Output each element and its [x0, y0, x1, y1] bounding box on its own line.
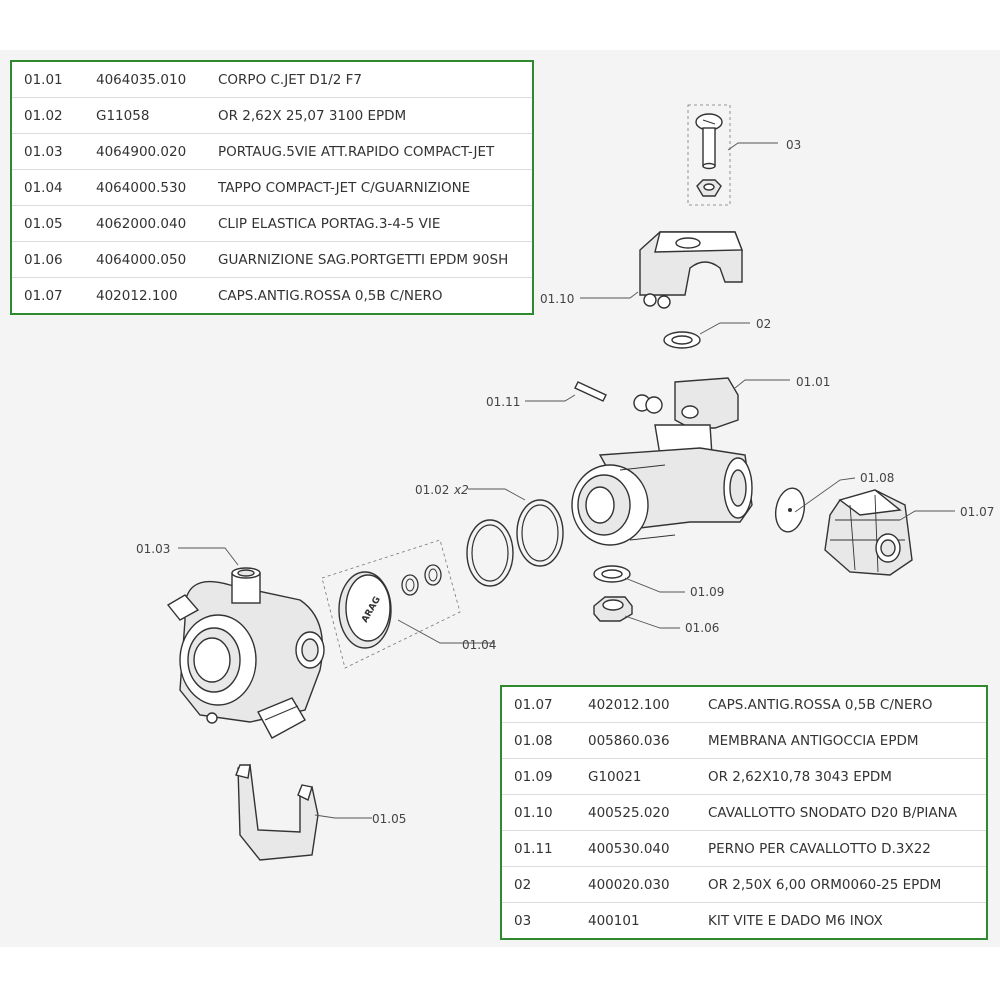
part-position: 01.07 [24, 287, 63, 304]
leader-01-07 [899, 510, 955, 521]
part-description: CAPS.ANTIG.ROSSA 0,5B C/NERO [696, 686, 987, 723]
callout-01-08: 01.08 [860, 471, 894, 485]
part-position: 01.01 [11, 61, 84, 98]
leader-01-05 [314, 814, 372, 819]
part-description: GUARNIZIONE SAG.PORTGETTI EPDM 90SH [206, 241, 533, 278]
part-position: 01.07 [501, 686, 576, 723]
part-01-09-oring[interactable] [593, 565, 631, 583]
part-position: 02 [501, 866, 576, 903]
part-code: 4064000.050 [84, 241, 206, 278]
leader-01-06 [624, 615, 680, 629]
part-position: 01.06 [11, 241, 84, 278]
part-description: OR 2,50X 6,00 ORM0060-25 EPDM [696, 866, 987, 903]
callout-01-05: 01.05 [372, 812, 406, 826]
table-row: 03 400101 KIT VITE E DADO M6 INOX [501, 903, 987, 940]
callout-01-07: 01.07 [960, 505, 994, 519]
part-code: G10021 [576, 758, 696, 795]
callout-01-03: 01.03 [136, 542, 170, 556]
part-position: 01.09 [501, 758, 576, 795]
part-02-oring[interactable] [663, 331, 701, 349]
callout-01-02: 01.02 [415, 483, 449, 497]
part-position: 01.08 [501, 722, 576, 759]
part-03-screw-nut[interactable] [687, 104, 731, 206]
part-position: 01.03 [11, 133, 84, 170]
part-code: 4064000.530 [84, 169, 206, 206]
part-position: 03 [514, 912, 532, 929]
part-description: CORPO C.JET D1/2 F7 [206, 61, 533, 98]
part-position: 01.02 [11, 97, 84, 134]
part-position: 01.11 [501, 830, 576, 867]
part-description: PERNO PER CAVALLOTTO D.3X22 [696, 830, 987, 867]
part-01-06-gasket[interactable] [593, 596, 633, 622]
part-code: 4064900.020 [84, 133, 206, 170]
part-description: CAVALLOTTO SNODATO D20 B/PIANA [696, 794, 987, 831]
callout-01-02-qty: x2 [453, 483, 469, 497]
part-code: 402012.100 [576, 686, 696, 723]
callout-01-09: 01.09 [690, 585, 724, 599]
callout-01-11: 01.11 [486, 395, 520, 409]
part-01-05-clip[interactable] [235, 764, 319, 861]
part-01-04-plug[interactable]: ARAG [321, 539, 461, 669]
leader-01-09 [624, 577, 685, 593]
part-description: CAPS.ANTIG.ROSSA 0,5B C/NERO [218, 287, 443, 304]
part-code: 400525.020 [576, 794, 696, 831]
part-description: CLIP ELASTICA PORTAG.3-4-5 VIE [206, 205, 533, 242]
callout-01-10: 01.10 [540, 292, 574, 306]
part-01-07-cap[interactable] [824, 489, 913, 576]
part-code: 400101 [588, 912, 640, 929]
table-row: 01.07 402012.100 CAPS.ANTIG.ROSSA 0,5B C/N… [11, 278, 533, 315]
leader-01-02 [468, 488, 526, 501]
part-code: 4062000.040 [84, 205, 206, 242]
part-code: 005860.036 [576, 722, 696, 759]
leader-02 [699, 322, 750, 335]
part-position: 01.05 [11, 205, 84, 242]
part-code: 4064035.010 [84, 61, 206, 98]
leader-01-08 [794, 477, 856, 513]
part-description: PORTAUG.5VIE ATT.RAPIDO COMPACT-JET [206, 133, 533, 170]
leader-01-03 [178, 547, 239, 566]
part-code: 402012.100 [96, 287, 178, 304]
leader-01-10 [580, 291, 639, 299]
leader-01-01 [734, 379, 790, 389]
part-position: 01.04 [11, 169, 84, 206]
leader-01-11 [525, 394, 576, 402]
callout-01-01: 01.01 [796, 375, 830, 389]
part-position: 01.10 [501, 794, 576, 831]
callout-02: 02 [756, 317, 771, 331]
part-code: 400530.040 [576, 830, 696, 867]
part-01-11-pin[interactable] [574, 381, 607, 402]
leader-03 [727, 142, 778, 151]
part-code: G11058 [84, 97, 206, 134]
part-description: OR 2,62X 25,07 3100 EPDM [206, 97, 533, 134]
part-description: MEMBRANA ANTIGOCCIA EPDM [696, 722, 987, 759]
leader-01-04 [397, 619, 495, 644]
callout-01-06: 01.06 [685, 621, 719, 635]
callout-01-04: 01.04 [462, 638, 496, 652]
part-01-08-membrane[interactable] [772, 486, 807, 534]
callout-03: 03 [786, 138, 801, 152]
part-01-10-bracket[interactable] [639, 231, 744, 309]
part-code: 400020.030 [576, 866, 696, 903]
part-description: TAPPO COMPACT-JET C/GUARNIZIONE [206, 169, 533, 206]
part-01-02-orings[interactable] [466, 499, 564, 587]
part-01-03-nozzle-holder[interactable] [166, 567, 325, 739]
part-01-01-body[interactable] [571, 377, 753, 546]
part-description: OR 2,62X10,78 3043 EPDM [696, 758, 987, 795]
part-description: KIT VITE E DADO M6 INOX [708, 912, 883, 929]
